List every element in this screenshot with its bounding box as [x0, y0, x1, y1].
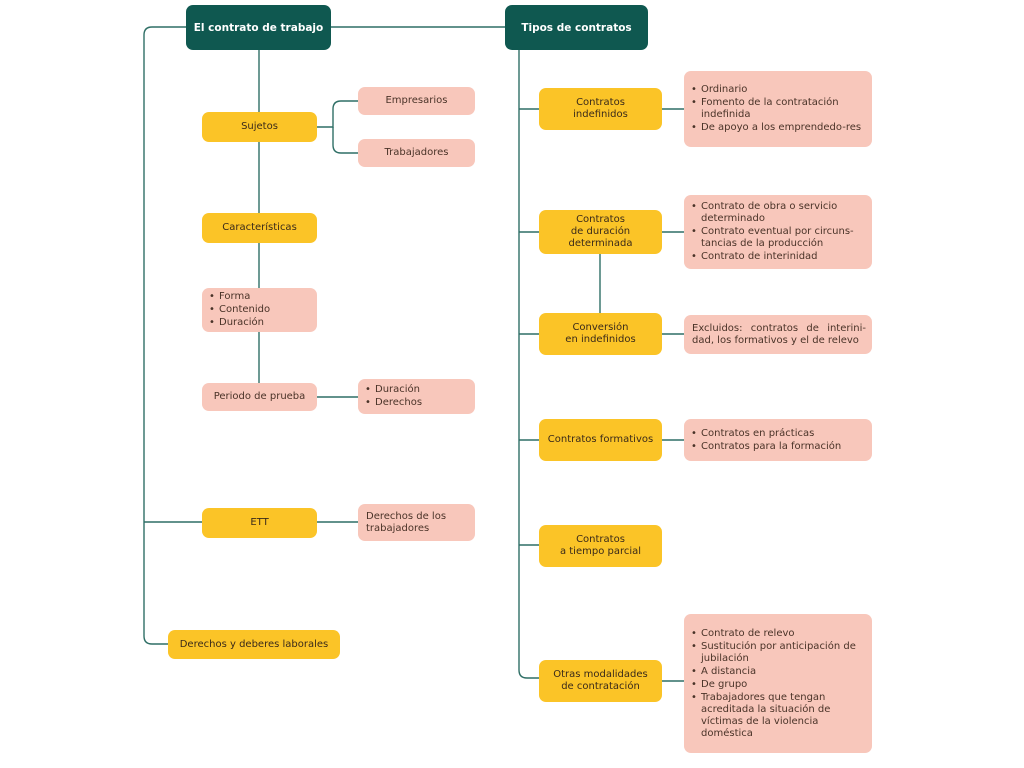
- node-conversion-indefinidos: Conversión en indefinidos: [539, 313, 662, 355]
- node-derechos-deberes-label: Derechos y deberes laborales: [179, 638, 329, 650]
- node-conversion-detail-label: Excluidos: contratos de interini-dad, lo…: [692, 322, 866, 346]
- node-empresarios: Empresarios: [358, 87, 475, 115]
- node-indefinidos-list: Ordinario Fomento de la contratación ind…: [684, 71, 872, 147]
- node-sujetos-label: Sujetos: [241, 121, 278, 132]
- list-item: Forma: [206, 291, 317, 303]
- node-indefinidos-label: Contratos indefinidos: [573, 97, 628, 120]
- list-item: Sustitución por anticipación de jubilaci…: [688, 641, 864, 665]
- node-formativos-list: Contratos en prácticas Contratos para la…: [684, 419, 872, 461]
- node-otras-modalidades-label: Otras modalidades de contratación: [553, 669, 648, 692]
- node-ett-label: ETT: [250, 517, 269, 528]
- root-tipos-contratos: Tipos de contratos: [505, 5, 648, 50]
- list-item: Contrato de interinidad: [688, 251, 866, 263]
- node-ett-detail: Derechos de los trabajadores: [358, 504, 475, 541]
- node-tiempo-parcial-label: Contratos a tiempo parcial: [559, 534, 642, 557]
- list-item: Trabajadores que tengan acreditada la si…: [688, 692, 864, 740]
- node-caracteristicas-list: Forma Contenido Duración: [202, 288, 317, 332]
- node-caracteristicas: Características: [202, 213, 317, 243]
- list-item: A distancia: [688, 666, 864, 678]
- node-duracion-determinada-label: Contratos de duración determinada: [568, 214, 633, 249]
- node-periodo-list: Duración Derechos: [358, 379, 475, 414]
- list-item: Ordinario: [688, 84, 866, 96]
- list-item: Contenido: [206, 304, 317, 316]
- node-periodo-prueba-label: Periodo de prueba: [213, 391, 306, 402]
- root-contrato-trabajo: El contrato de trabajo: [186, 5, 331, 50]
- root-tipos-contratos-label: Tipos de contratos: [521, 21, 632, 34]
- node-periodo-prueba: Periodo de prueba: [202, 383, 317, 411]
- node-conversion-indefinidos-label: Conversión en indefinidos: [565, 322, 636, 345]
- node-caracteristicas-label: Características: [222, 222, 297, 233]
- list-item: Contrato de relevo: [688, 628, 864, 640]
- list-item: Contrato eventual por circuns-tancias de…: [688, 226, 866, 250]
- list-item: De apoyo a los emprendedo-res: [688, 122, 866, 134]
- list-item: Fomento de la contratación indefinida: [688, 97, 866, 121]
- node-trabajadores: Trabajadores: [358, 139, 475, 167]
- node-ett: ETT: [202, 508, 317, 538]
- list-item: Derechos: [362, 397, 475, 409]
- node-duracion-list: Contrato de obra o servicio determinado …: [684, 195, 872, 269]
- node-otras-list: Contrato de relevo Sustitución por antic…: [684, 614, 872, 753]
- list-item: Contratos para la formación: [688, 441, 872, 453]
- node-otras-modalidades: Otras modalidades de contratación: [539, 660, 662, 702]
- node-ett-detail-label: Derechos de los trabajadores: [366, 510, 447, 534]
- root-contrato-trabajo-label: El contrato de trabajo: [193, 21, 324, 34]
- list-item: Contratos en prácticas: [688, 428, 872, 440]
- node-trabajadores-label: Trabajadores: [384, 147, 449, 158]
- node-empresarios-label: Empresarios: [385, 95, 448, 106]
- node-indefinidos: Contratos indefinidos: [539, 88, 662, 130]
- list-item: Contrato de obra o servicio determinado: [688, 201, 866, 225]
- node-derechos-deberes: Derechos y deberes laborales: [168, 630, 340, 659]
- node-formativos-label: Contratos formativos: [547, 434, 654, 445]
- list-item: Duración: [206, 317, 317, 329]
- node-conversion-detail: Excluidos: contratos de interini-dad, lo…: [684, 315, 872, 354]
- node-sujetos: Sujetos: [202, 112, 317, 142]
- node-duracion-determinada: Contratos de duración determinada: [539, 210, 662, 254]
- node-tiempo-parcial: Contratos a tiempo parcial: [539, 525, 662, 567]
- list-item: De grupo: [688, 679, 864, 691]
- node-formativos: Contratos formativos: [539, 419, 662, 461]
- list-item: Duración: [362, 384, 475, 396]
